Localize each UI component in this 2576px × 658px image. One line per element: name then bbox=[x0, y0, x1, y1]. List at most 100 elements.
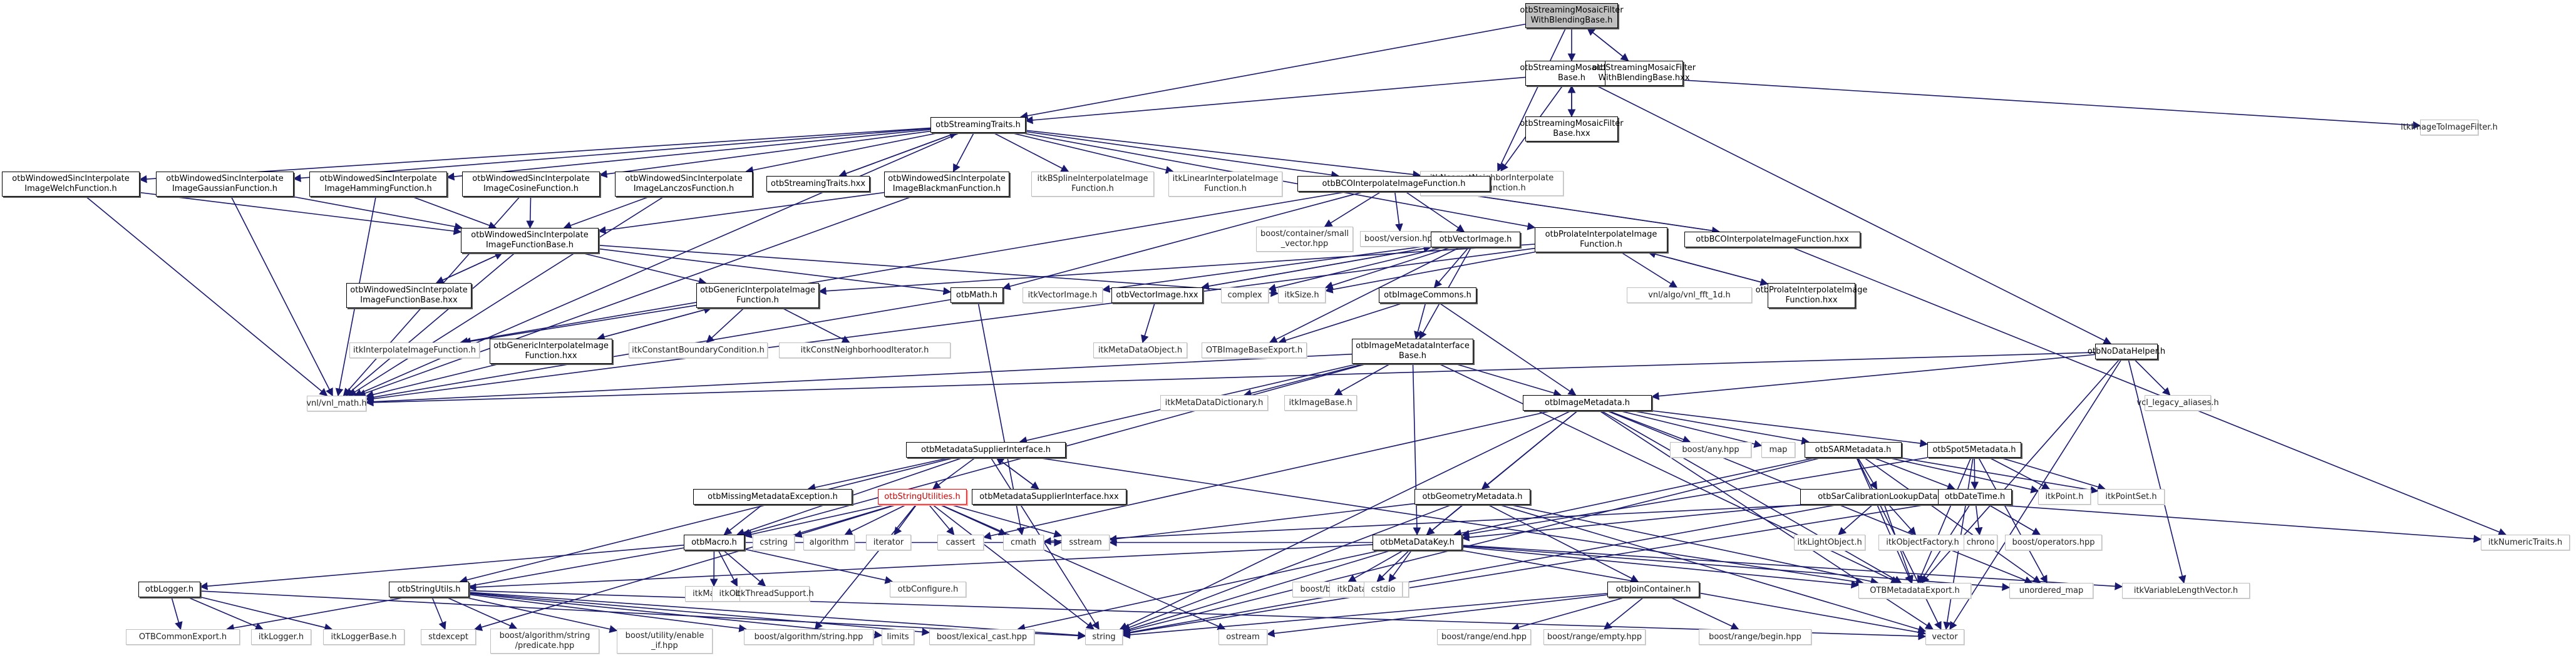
node-generic[interactable]: otbGenericInterpolateImage Function.h bbox=[696, 283, 819, 308]
node-label: OTBCommonExport.h bbox=[138, 632, 227, 642]
node-label: itkConstNeighborhoodIterator.h bbox=[800, 345, 929, 355]
node-label: itkBSplineInterpolateImage Function.h bbox=[1037, 174, 1148, 193]
edge-generic-to-constnbh bbox=[781, 307, 850, 343]
node-strutil[interactable]: otbStringUtilities.h bbox=[878, 489, 967, 505]
edge-mdkey-to-varlenvec bbox=[1461, 545, 2123, 590]
edge-sarmeta-to-datetime bbox=[1873, 457, 1955, 490]
node-prolatehxx[interactable]: otbProlateInterpolateImage Function.hxx bbox=[1756, 283, 1867, 308]
edge-mdkey-to-bimap bbox=[1347, 550, 1404, 582]
edge-datetime-to-chrono bbox=[1974, 504, 1983, 536]
node-logger[interactable]: otbLogger.h bbox=[138, 582, 200, 597]
node-label: vector bbox=[1932, 632, 1958, 642]
node-imdib[interactable]: otbImageMetadataInterface Base.h bbox=[1352, 339, 1473, 364]
edge-mdkey-to-strutils bbox=[468, 544, 1373, 592]
node-imgcommons[interactable]: otbImageCommons.h bbox=[1379, 287, 1476, 303]
edge-strutil-to-iterator bbox=[894, 504, 917, 536]
edge-wsbase-to-itksize bbox=[598, 245, 1279, 297]
node-generichxx[interactable]: otbGenericInterpolateImage Function.hxx bbox=[490, 339, 612, 364]
node-label: otbImageMetadataInterface Base.h bbox=[1356, 341, 1470, 361]
node-imgmeta[interactable]: otbImageMetadata.h bbox=[1523, 395, 1652, 411]
node-mdsi[interactable]: otbMetadataSupplierInterface.h bbox=[906, 442, 1066, 458]
node-sarcal[interactable]: otbSarCalibrationLookupData.h bbox=[1800, 489, 1963, 505]
node-otbmath[interactable]: otbMath.h bbox=[951, 287, 1003, 303]
edge-strutils-to-stdexcept bbox=[431, 597, 446, 630]
edge-mdsi-to-missingmd bbox=[807, 457, 951, 491]
node-commonexp: OTBCommonExport.h bbox=[126, 629, 240, 645]
node-joincont[interactable]: otbJoinContainer.h bbox=[1607, 582, 1699, 597]
edge-geommeta-to-mdkey bbox=[1426, 504, 1463, 535]
node-bco[interactable]: otbBCOInterpolateImageFunction.h bbox=[1297, 176, 1490, 192]
edge-sarmeta-to-unordmap bbox=[1863, 457, 2041, 583]
edge-strtraits-to-lanczos bbox=[745, 132, 939, 175]
node-smfb[interactable]: otbStreamingMosaicFilter Base.h bbox=[1520, 61, 1624, 86]
node-label: otbStreamingTraits.h bbox=[935, 120, 1021, 130]
edge-strutil-to-algorithm bbox=[844, 504, 907, 535]
node-nodatahelper[interactable]: otbNoDataHelper.h bbox=[2088, 344, 2165, 359]
edge-datetime-to-cmath bbox=[1043, 498, 1939, 545]
edge-imdib-to-imgmeta bbox=[1455, 363, 1562, 397]
edge-gauss-to-wsbase bbox=[292, 196, 463, 231]
node-root[interactable]: otbStreamingMosaicFilter WithBlendingBas… bbox=[1520, 3, 1624, 28]
node-label: itkImageBase.h bbox=[1289, 398, 1352, 408]
edge-lanczos-to-wsbase bbox=[563, 196, 650, 230]
edge-mdkey-to-mdexport bbox=[1461, 546, 1860, 589]
edge-blackman-to-wsbase bbox=[597, 192, 885, 234]
node-label: otbMetaDataKey.h bbox=[1380, 537, 1455, 547]
edge-strutils-to-balgstring bbox=[468, 594, 748, 632]
node-label: otbGenericInterpolateImage Function.h bbox=[700, 285, 815, 305]
node-prolate[interactable]: otbProlateInterpolateImage Function.h bbox=[1535, 227, 1667, 252]
node-label: otbStreamingMosaicFilter WithBlendingBas… bbox=[1520, 6, 1624, 25]
edge-root-to-strtraits bbox=[1019, 23, 1526, 120]
node-spot5[interactable]: otbSpot5Metadata.h bbox=[1927, 442, 2021, 458]
node-blackman[interactable]: otbWindowedSincInterpolate ImageBlackman… bbox=[884, 172, 1009, 197]
node-strutils[interactable]: otbStringUtils.h bbox=[389, 582, 469, 597]
node-strtraitshxx[interactable]: otbStreamingTraits.hxx bbox=[766, 176, 870, 192]
node-label: itkLightObject.h bbox=[1797, 537, 1862, 547]
node-wsbase[interactable]: otbWindowedSincInterpolate ImageFunction… bbox=[461, 228, 599, 253]
node-label: otbNoDataHelper.h bbox=[2087, 346, 2166, 356]
node-gauss[interactable]: otbWindowedSincInterpolate ImageGaussian… bbox=[156, 172, 294, 197]
node-cstring: cstring bbox=[753, 535, 795, 550]
edge-strutil-to-stdexcept bbox=[474, 504, 896, 631]
node-vecimg[interactable]: otbVectorImage.h bbox=[1431, 232, 1520, 247]
node-sarmeta[interactable]: otbSARMetadata.h bbox=[1805, 442, 1902, 458]
node-strtraits[interactable]: otbStreamingTraits.h bbox=[930, 117, 1026, 133]
node-geommeta[interactable]: otbGeometryMetadata.h bbox=[1414, 489, 1530, 505]
node-label: ostream bbox=[1226, 632, 1260, 642]
node-lanczos[interactable]: otbWindowedSincInterpolate ImageLanczosF… bbox=[615, 172, 753, 197]
edge-imgcommons-to-imdib bbox=[1414, 302, 1426, 340]
node-cosine[interactable]: otbWindowedSincInterpolate ImageCosineFu… bbox=[462, 172, 600, 197]
edge-otbmacro-to-logger bbox=[199, 544, 684, 590]
node-smfbhxx[interactable]: otbStreamingMosaicFilter Base.hxx bbox=[1520, 116, 1624, 141]
node-vnlmath: vnl/vnl_math.h bbox=[306, 396, 367, 411]
node-wsbasehxx[interactable]: otbWindowedSincInterpolate ImageFunction… bbox=[346, 283, 471, 308]
node-otbmacro[interactable]: otbMacro.h bbox=[684, 535, 744, 550]
node-label: chrono bbox=[1966, 537, 1995, 547]
node-welch[interactable]: otbWindowedSincInterpolate ImageWelchFun… bbox=[2, 172, 140, 197]
node-constnbh: itkConstNeighborhoodIterator.h bbox=[779, 342, 951, 358]
edge-strutil-to-cassert bbox=[928, 504, 955, 535]
node-imgbaseexp: OTBImageBaseExport.h bbox=[1202, 342, 1307, 358]
node-mdsihxx[interactable]: otbMetadataSupplierInterface.hxx bbox=[972, 489, 1126, 505]
node-hamming[interactable]: otbWindowedSincInterpolate ImageHammingF… bbox=[309, 172, 447, 197]
edge-imgmeta-to-string bbox=[1119, 410, 1572, 630]
node-vecimghxx[interactable]: otbVectorImage.hxx bbox=[1111, 287, 1203, 303]
edge-root-to-nn bbox=[1497, 28, 1567, 172]
node-numtraits: itkNumericTraits.h bbox=[2481, 535, 2570, 550]
node-missingmd[interactable]: otbMissingMetadataException.h bbox=[693, 489, 852, 505]
node-label: otbImageCommons.h bbox=[1384, 290, 1471, 300]
node-datetime[interactable]: otbDateTime.h bbox=[1938, 489, 2012, 505]
node-algorithm: algorithm bbox=[803, 535, 855, 550]
edge-mdkey-to-lexcast bbox=[1017, 550, 1382, 632]
edge-generic-to-constbc bbox=[706, 307, 744, 343]
node-label: itkLoggerBase.h bbox=[331, 632, 397, 642]
node-label: map bbox=[1769, 445, 1788, 455]
node-bversion: boost/version.hpp bbox=[1360, 231, 1442, 247]
node-label: otbStreamingMosaicFilter Base.h bbox=[1520, 63, 1624, 83]
node-mdkey[interactable]: otbMetaDataKey.h bbox=[1373, 535, 1462, 550]
node-smfwbhxx[interactable]: otbStreamingMosaicFilter WithBlendingBas… bbox=[1592, 61, 1696, 86]
node-bcohxx[interactable]: otbBCOInterpolateImageFunction.hxx bbox=[1684, 232, 1860, 247]
node-label: otbGenericInterpolateImage Function.hxx bbox=[493, 341, 609, 361]
node-label: itkThreadSupport.h bbox=[735, 589, 814, 599]
node-balgstring: boost/algorithm/string.hpp bbox=[744, 629, 873, 645]
